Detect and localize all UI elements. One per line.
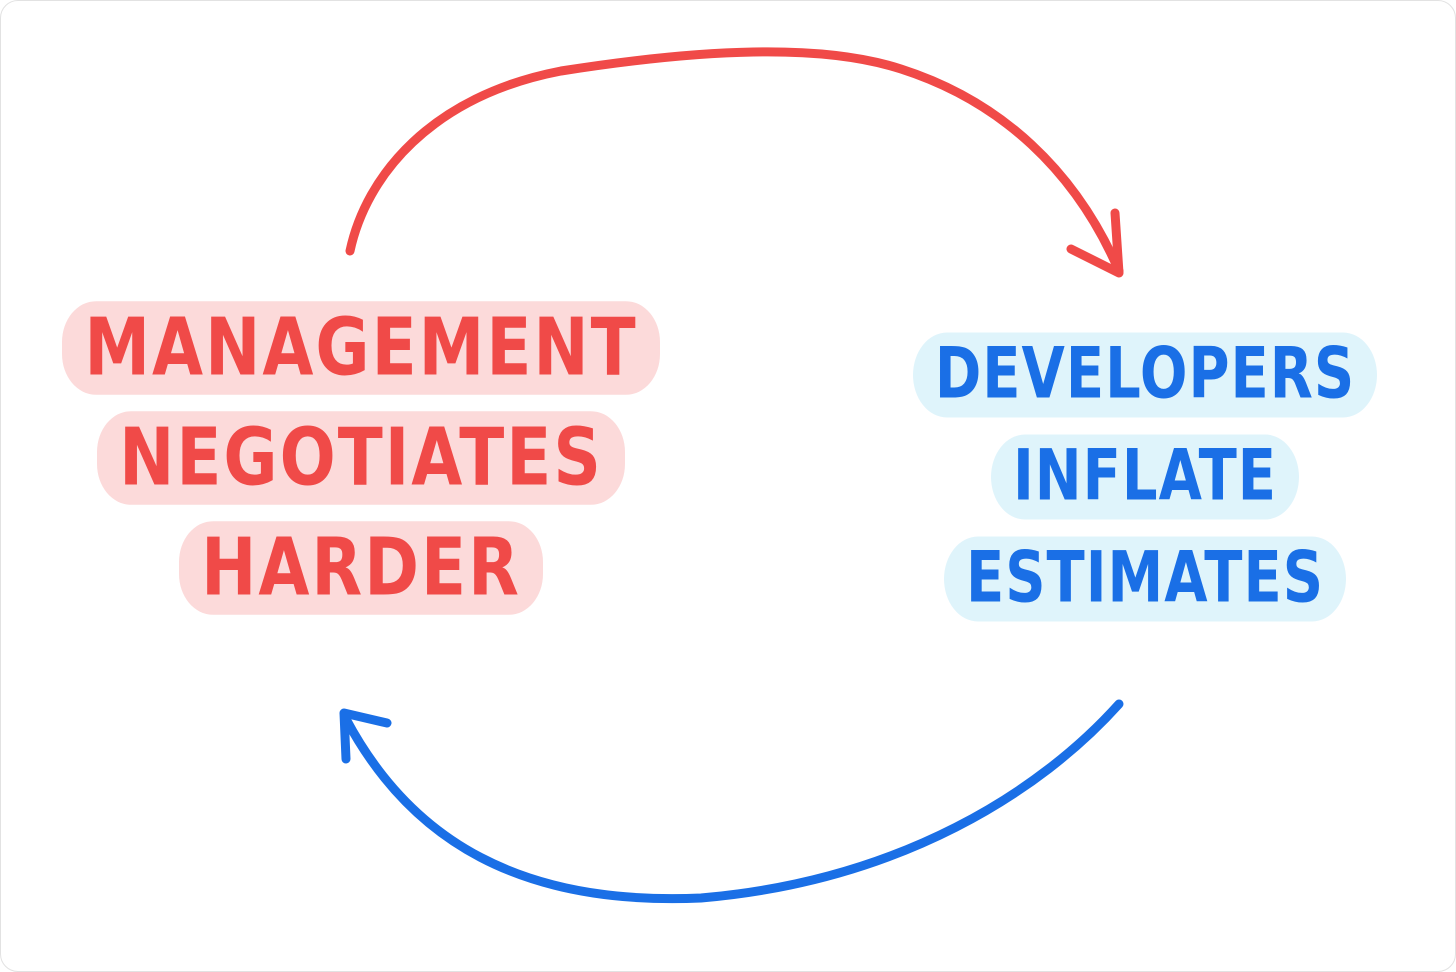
management-line-3: Harder xyxy=(179,521,543,615)
developers-line-1: Developers xyxy=(912,332,1378,418)
arrow-management-to-developers xyxy=(345,47,1124,278)
developers-line-2: Inflate xyxy=(990,434,1300,520)
management-line-1: Management xyxy=(62,301,660,395)
arrow-developers-to-management xyxy=(339,699,1124,904)
node-developers: Developers Inflate Estimates xyxy=(912,332,1378,622)
top-arrow-curve xyxy=(345,47,1124,276)
bottom-arrow-curve xyxy=(341,699,1124,904)
management-line-2: Negotiates xyxy=(97,411,625,505)
top-arrow-head-icon xyxy=(1066,208,1124,278)
bottom-arrow-head-icon xyxy=(339,708,392,764)
developers-line-3: Estimates xyxy=(943,536,1347,622)
node-management: Management Negotiates Harder xyxy=(62,301,660,615)
